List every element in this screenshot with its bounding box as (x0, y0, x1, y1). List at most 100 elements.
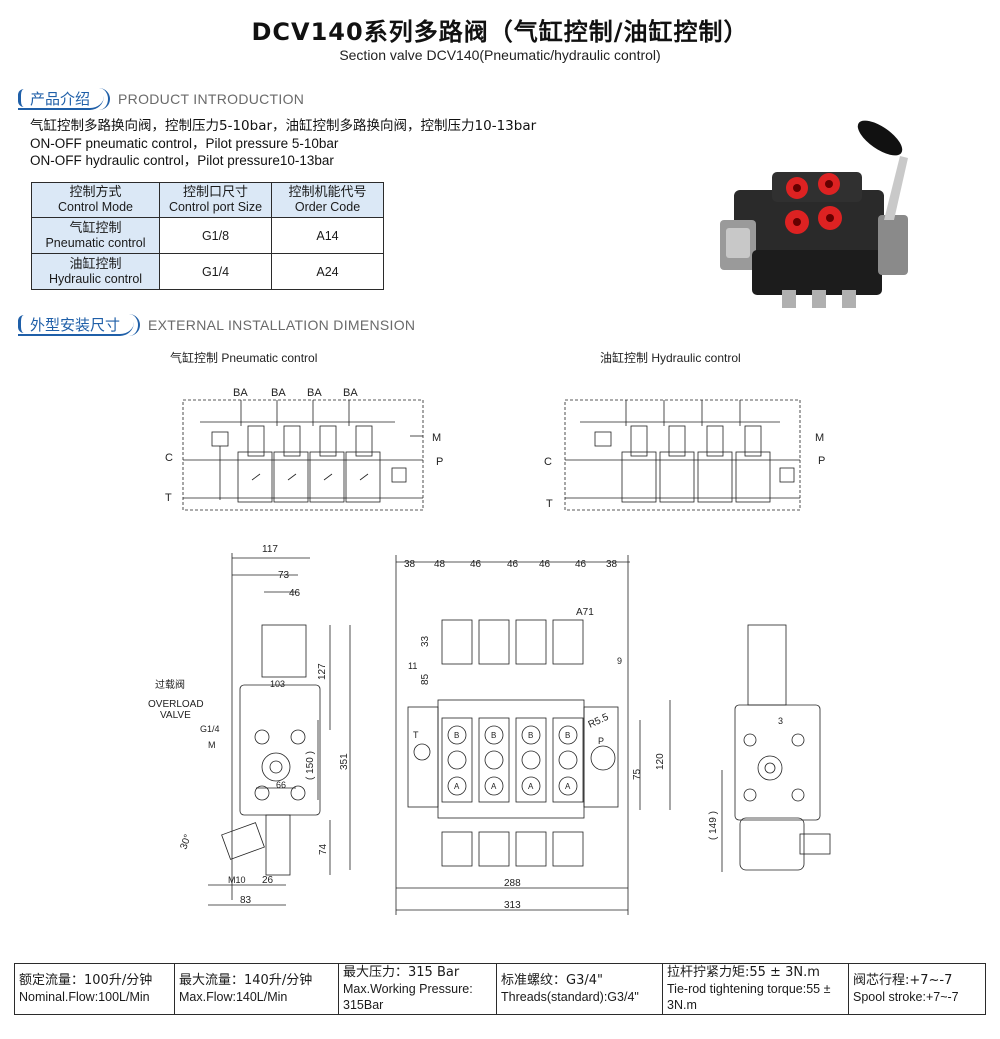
port-m-label: M (815, 432, 824, 444)
dim-label: 117 (262, 544, 278, 555)
dim-label: 30° (178, 833, 194, 851)
spec-en: Spool stroke:+7~-7 (853, 990, 959, 1004)
pneumatic-schematic (182, 399, 424, 511)
port-c-label: C (165, 452, 173, 464)
spec-cn: 额定流量：100升/分钟 (19, 973, 153, 988)
dim-label: 85 (420, 673, 431, 685)
schem-left-title: 气缸控制 Pneumatic control (170, 350, 317, 365)
red-port-caps (785, 173, 842, 234)
port-a-label: A (565, 782, 571, 791)
port-t-label: T (413, 730, 419, 740)
end-view-drawing (721, 624, 831, 872)
port-t-label: T (165, 492, 172, 504)
header-cn: 控制方式 (69, 185, 122, 200)
port-t-label: T (546, 498, 553, 510)
dim-label: ( 149 ) (708, 811, 719, 840)
dim-label: M10 (228, 875, 246, 885)
mode-cn: 油缸控制 (69, 256, 122, 272)
dim-label: 103 (270, 679, 285, 689)
port-ba-label: BA (307, 387, 322, 399)
dim-label: 33 (420, 635, 431, 647)
spec-en: Tie-rod tightening torque:55 ± 3N.m (667, 982, 831, 1012)
table-cell-size: G1/4 (159, 253, 272, 290)
port-ba-label: BA (271, 387, 286, 399)
product-intro-text: 气缸控制多路换向阀，控制压力5-10bar，油缸控制多路换向阀，控制压力10-1… (30, 118, 536, 169)
port-b-label: B (491, 731, 496, 740)
lever-handle (857, 120, 908, 220)
port-a-label: A (528, 782, 534, 791)
intro-line: ON-OFF hydraulic control，Pilot pressure1… (30, 153, 334, 168)
dim-label: 46 (470, 559, 482, 570)
dim-label: 83 (240, 895, 252, 906)
dim-label: ( 150 ) (305, 751, 316, 780)
product-intro-badge: 产品介绍 (18, 88, 111, 110)
valve-product-image (720, 120, 908, 308)
page-title: DCV140系列多路阀（气缸控制/油缸控制） (251, 18, 749, 46)
valve-body (720, 172, 908, 308)
table-cell-code: A14 (271, 217, 384, 254)
port-p-label: P (818, 455, 825, 467)
dim-label: 11 (408, 661, 417, 671)
installation-drawings: 气缸控制 Pneumatic control 油缸控制 Hydraulic co… (148, 350, 831, 915)
port-m-label: M (432, 432, 441, 444)
dim-label: R5.5 (587, 712, 611, 731)
hydraulic-schematic (564, 399, 801, 511)
overload-en-label: OVERLOAD (148, 699, 204, 710)
dim-label: A71 (576, 607, 594, 618)
spec-footer: 额定流量：100升/分钟 Nominal.Flow:100L/Min 最大流量：… (14, 963, 986, 1015)
install-heading: 外型安装尺寸 EXTERNAL INSTALLATION DIMENSION (18, 313, 415, 337)
table-cell-code: A24 (271, 253, 384, 290)
port-a-label: A (454, 782, 460, 791)
dim-label: 38 (404, 559, 416, 570)
port-p-label: P (598, 736, 604, 746)
dim-label: 74 (318, 843, 329, 855)
spec-torque: 拉杆拧紧力矩:55 ± 3N.m Tie-rod tightening torq… (663, 964, 849, 1014)
side-view-drawing (208, 553, 351, 906)
dim-label: 313 (504, 900, 521, 911)
dim-label: 351 (339, 753, 350, 770)
dim-label: 48 (434, 559, 446, 570)
header-en: Control port Size (168, 200, 263, 214)
spec-spool-stroke: 阀芯行程:+7~-7 Spool stroke:+7~-7 (849, 964, 985, 1014)
g14-label: G1/4 (200, 724, 220, 734)
dim-label: 127 (317, 663, 328, 680)
port-a-label: A (491, 782, 497, 791)
dim-label: 38 (606, 559, 618, 570)
product-intro-heading-en: PRODUCT INTRODUCTION (118, 91, 305, 107)
dim-label: 75 (632, 768, 643, 780)
front-view-drawing (395, 555, 671, 915)
port-p-label: P (436, 456, 443, 468)
dim-label: 46 (289, 588, 301, 599)
dim-label: 26 (262, 875, 274, 886)
dim-label: 120 (655, 753, 666, 770)
mode-en: Hydraulic control (48, 271, 143, 286)
install-heading-en: EXTERNAL INSTALLATION DIMENSION (148, 317, 416, 333)
spec-threads: 标准螺纹：G3/4" Threads(standard):G3/4" (497, 964, 663, 1014)
port-b-label: B (565, 731, 570, 740)
header-cn: 控制口尺寸 (182, 185, 248, 200)
spec-cn: 最大压力：315 Bar (343, 965, 460, 980)
dim-label: 9 (617, 656, 622, 666)
header-cn: 控制机能代号 (288, 185, 367, 200)
spec-en: Max.Flow:140L/Min (179, 990, 288, 1004)
intro-line: 气缸控制多路换向阀，控制压力5-10bar，油缸控制多路换向阀，控制压力10-1… (30, 118, 537, 134)
header-en: Order Code (294, 200, 361, 214)
table-cell-size: G1/8 (159, 217, 272, 254)
dim-label: 46 (507, 559, 519, 570)
m-port-label: M (208, 740, 216, 750)
port-c-label: C (544, 456, 552, 468)
overload-en-label: VALVE (160, 710, 191, 721)
dim-label: 288 (504, 878, 521, 889)
spec-cn: 标准螺纹：G3/4" (501, 973, 603, 988)
spec-max-flow: 最大流量：140升/分钟 Max.Flow:140L/Min (175, 964, 339, 1014)
mode-en: Pneumatic control (45, 235, 146, 250)
spec-cn: 最大流量：140升/分钟 (179, 973, 313, 988)
spec-cn: 拉杆拧紧力矩:55 ± 3N.m (667, 965, 820, 980)
header-en: Control Mode (57, 200, 134, 214)
intro-line: ON-OFF pneumatic control，Pilot pressure … (30, 136, 339, 151)
dim-label: 46 (539, 559, 551, 570)
